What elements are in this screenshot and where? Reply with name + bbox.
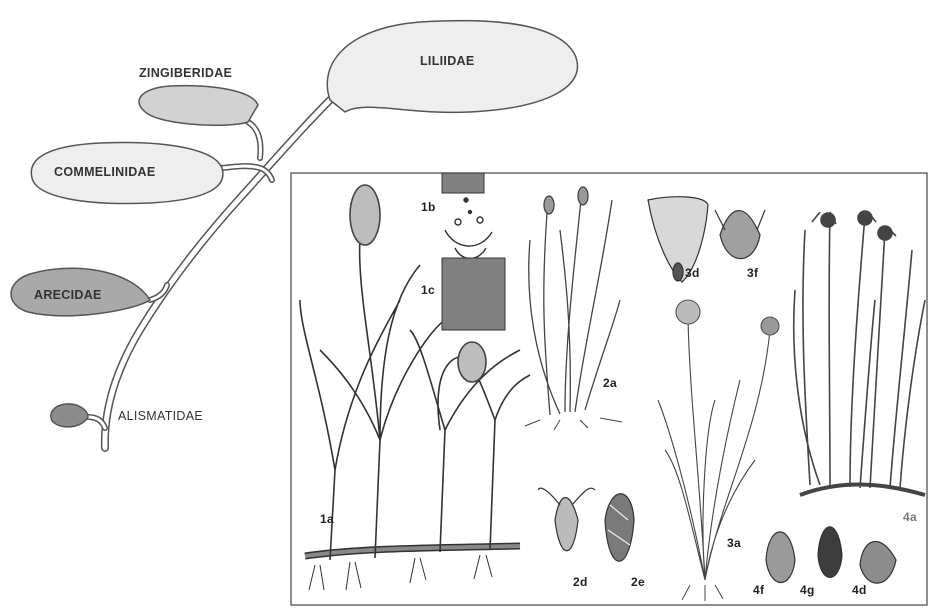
plate-label-1a: 1a bbox=[320, 512, 334, 526]
clade-label-alismatidae: ALISMATIDAE bbox=[118, 409, 203, 423]
redaction-box-middle bbox=[442, 258, 505, 330]
clade-label-liliidae: LILIIDAE bbox=[420, 54, 474, 68]
plate-label-4f: 4f bbox=[753, 583, 764, 597]
plate-label-2d: 2d bbox=[573, 575, 588, 589]
plate-label-4a: 4a bbox=[903, 510, 917, 524]
redaction-box-top bbox=[442, 173, 484, 193]
clade-label-arecidae: ARECIDAE bbox=[34, 288, 102, 302]
plate-label-2e: 2e bbox=[631, 575, 645, 589]
clade-alismatidae-blob bbox=[51, 404, 88, 427]
clade-label-zingiberidae: ZINGIBERIDAE bbox=[139, 66, 232, 80]
plate-label-2a: 2a bbox=[603, 376, 617, 390]
plate-label-1c: 1c bbox=[421, 283, 435, 297]
plate-label-4g: 4g bbox=[800, 583, 815, 597]
plate-label-3a: 3a bbox=[727, 536, 741, 550]
plate-label-1b: 1b bbox=[421, 200, 436, 214]
clade-zingiberidae-blob bbox=[139, 86, 258, 126]
clade-label-commelinidae: COMMELINIDAE bbox=[54, 165, 156, 179]
plate-label-3d: 3d bbox=[685, 266, 700, 280]
plate-label-3f: 3f bbox=[747, 266, 758, 280]
plate-label-4d: 4d bbox=[852, 583, 867, 597]
